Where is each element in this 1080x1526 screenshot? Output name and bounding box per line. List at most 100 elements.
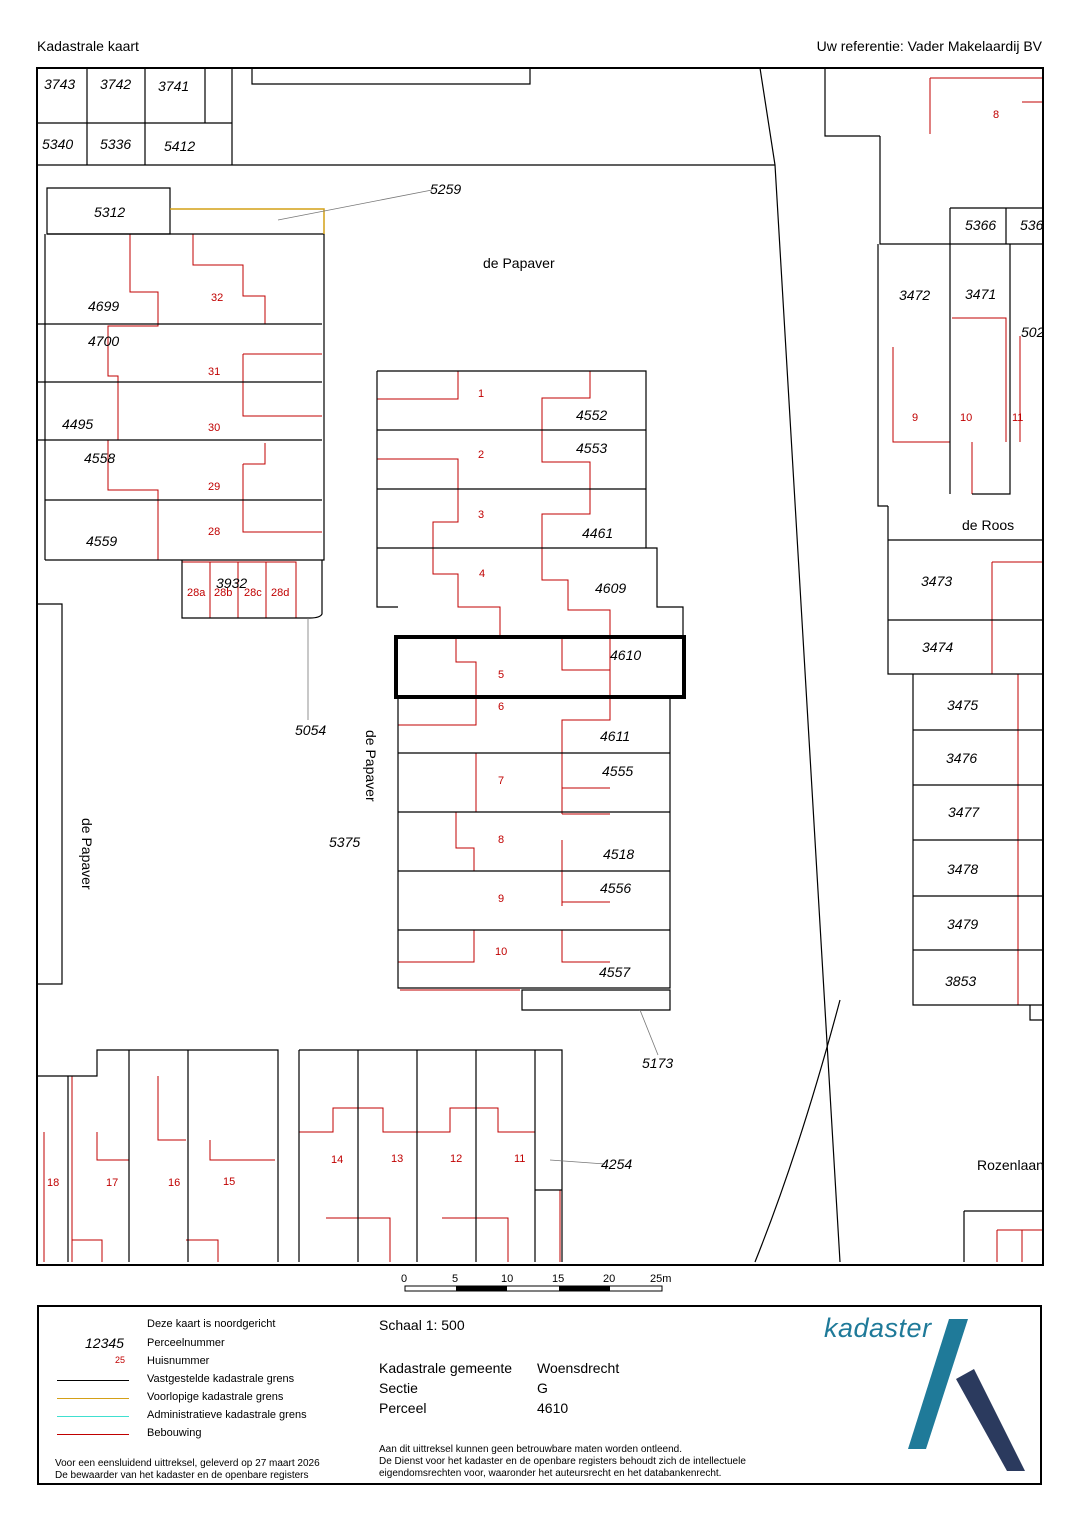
north-note: Deze kaart is noordgericht (147, 1318, 276, 1330)
parcel-number: 4699 (88, 298, 119, 314)
scale-text: Schaal 1: 500 (379, 1317, 465, 1333)
kadaster-wordmark: kadaster (824, 1313, 932, 1343)
house-number: 16 (168, 1177, 180, 1189)
sectie-label: Sectie (379, 1380, 418, 1396)
legend-panel: Deze kaart is noordgericht 12345 Perceel… (37, 1305, 1042, 1485)
parcel-number: 5054 (295, 722, 326, 738)
parcel-number: 5336 (100, 136, 131, 152)
scale-tick: 20 (603, 1273, 615, 1285)
parcel-number: 4559 (86, 533, 117, 549)
parcel-number: 3472 (899, 287, 930, 303)
parcel-number: 5312 (94, 204, 125, 220)
house-number: 28c (244, 587, 262, 599)
parcel-number: 4518 (603, 846, 634, 862)
parcel-number: 3473 (921, 573, 952, 589)
provisional-boundary (170, 208, 325, 234)
house-number: 11 (514, 1153, 525, 1165)
legend-fixed-label: Vastgestelde kadastrale grens (147, 1373, 295, 1385)
perceel-label: Perceel (379, 1400, 427, 1416)
parcel-number: 3471 (965, 286, 996, 302)
parcel-labels: 3743 3742 3741 5340 5336 5412 5312 5259 … (42, 76, 1045, 1172)
parcel-number: 3743 (44, 76, 75, 92)
parcel-number: 4557 (599, 964, 631, 980)
house-number: 29 (208, 481, 220, 493)
house-number: 8 (993, 109, 999, 121)
scale-tick: 25m (650, 1273, 671, 1285)
house-number: 4 (479, 568, 485, 580)
house-number: 7 (498, 775, 504, 787)
parcel-number: 4700 (88, 333, 119, 349)
parcel-number: 3476 (946, 750, 977, 766)
legend-parcel-label: Perceelnummer (147, 1337, 225, 1349)
selected-parcel-highlight[interactable] (394, 635, 686, 699)
legend-building-label: Bebouwing (147, 1427, 202, 1439)
house-number: 12 (450, 1153, 462, 1165)
parcel-boundaries (37, 68, 1043, 1263)
map-frame (36, 67, 1044, 1266)
house-number: 11 (1012, 412, 1023, 424)
parcel-number: 5412 (164, 138, 195, 154)
legend-house-label: Huisnummer (147, 1355, 210, 1367)
house-number: 30 (208, 422, 220, 434)
legend-line-administrative (57, 1416, 129, 1417)
scale-tick: 5 (452, 1273, 458, 1285)
house-number: 13 (391, 1153, 403, 1165)
house-number: 6 (498, 701, 504, 713)
house-number: 9 (912, 412, 918, 424)
parcel-number: 3741 (158, 78, 189, 94)
scale-tick: 10 (501, 1273, 513, 1285)
street-name: de Papaver (483, 255, 555, 271)
street-name: de Papaver (363, 730, 379, 802)
parcel-number: 4609 (595, 580, 626, 596)
parcel-number: 502 (1021, 324, 1045, 340)
parcel-number: 3479 (947, 916, 978, 932)
parcel-number: 4553 (576, 440, 607, 456)
kadaster-logo-icon (908, 1319, 1025, 1471)
parcel-number: 4254 (601, 1156, 632, 1172)
parcel-number: 4555 (602, 763, 633, 779)
house-number: 28d (271, 587, 289, 599)
house-number: 18 (47, 1177, 59, 1189)
scale-tick: 15 (552, 1273, 564, 1285)
house-number: 1 (478, 388, 484, 400)
house-number: 3 (478, 509, 484, 521)
street-name: de Papaver (79, 818, 95, 890)
parcel-number: 536 (1020, 217, 1044, 233)
house-number: 31 (208, 366, 220, 378)
house-number: 14 (331, 1154, 343, 1166)
parcel-number: 3853 (945, 973, 976, 989)
house-number: 28b (214, 587, 232, 599)
map-title: Kadastrale kaart (37, 38, 139, 54)
legend-line-building (57, 1434, 129, 1435)
parcel-number: 4461 (582, 525, 613, 541)
legend-provisional-label: Voorlopige kadastrale grens (147, 1391, 284, 1403)
house-number: 2 (478, 449, 484, 461)
parcel-number: 3475 (947, 697, 978, 713)
legend-line-provisional (57, 1398, 129, 1399)
parcel-number: 4558 (84, 450, 115, 466)
parcel-number: 4610 (610, 647, 641, 663)
excerpt-note: Voor een eensluidend uittreksel, gelever… (55, 1458, 320, 1481)
parcel-number: 3474 (922, 639, 953, 655)
street-labels: de Papaver de Papaver de Papaver de Roos… (79, 255, 1043, 1173)
cadastral-map[interactable]: 3743 3742 3741 5340 5336 5412 5312 5259 … (0, 0, 1080, 1300)
parcel-number: 5375 (329, 834, 360, 850)
gemeente-label: Kadastrale gemeente (379, 1360, 513, 1376)
leader-lines (277, 189, 659, 1165)
parcel-number: 3477 (948, 804, 980, 820)
house-number: 8 (498, 834, 504, 846)
house-number: 28a (187, 587, 206, 599)
parcel-number: 3742 (100, 76, 131, 92)
house-number: 32 (211, 292, 223, 304)
gemeente-value: Woensdrecht (537, 1360, 620, 1376)
house-number: 15 (223, 1176, 235, 1188)
disclaimer: Aan dit uittreksel kunnen geen betrouwba… (379, 1444, 746, 1479)
house-number: 5 (498, 669, 504, 681)
scale-bar: 0 5 10 15 20 25m (401, 1273, 671, 1292)
scale-tick: 0 (401, 1273, 407, 1285)
house-number: 10 (495, 946, 507, 958)
sectie-value: G (537, 1380, 548, 1396)
house-number: 10 (960, 412, 972, 424)
house-number-labels: 8 32 31 30 29 28 28a 28b 28c 28d 1 2 3 4… (47, 109, 1023, 1189)
legend-admin-label: Administratieve kadastrale grens (147, 1409, 307, 1421)
